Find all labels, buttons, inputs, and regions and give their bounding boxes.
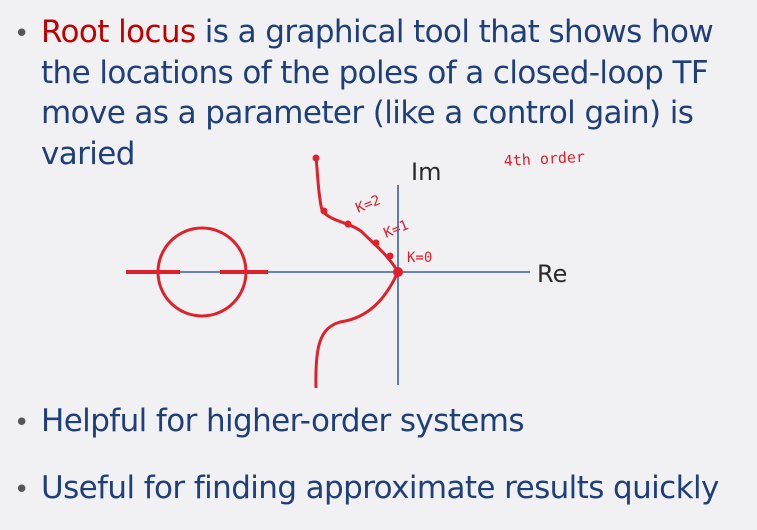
bullet-higher-order: • Helpful for higher-order systems [14,401,525,444]
lower-locus-branch [314,271,400,389]
locus-point [344,220,352,228]
re-axis-label: Re [537,260,567,288]
bullet-dot: • [14,19,29,49]
bullet-text: Useful for finding approximate results q… [41,470,719,506]
locus-point [372,239,380,247]
im-axis-label: Im [411,158,441,186]
k1-annotation: K=1 [382,217,411,241]
bullet-dot: • [14,475,29,505]
k2-annotation: K=2 [354,192,383,216]
bullet-text: is a graphical tool that shows how the l… [41,14,714,172]
upper-locus-branch [314,157,400,273]
locus-point [312,154,320,162]
bullet-highlight: Root locus [41,14,196,50]
k0-annotation: K=0 [407,250,432,266]
origin-pole [393,267,403,277]
bullet-dot: • [14,408,29,438]
order-annotation: 4th order [503,148,585,170]
locus-point [386,252,394,260]
bullet-root-locus: • Root locus is a graphical tool that sh… [14,12,744,172]
locus-point [320,207,328,215]
bullet-approximate: • Useful for finding approximate results … [14,468,719,511]
bullet-text: Helpful for higher-order systems [41,403,525,439]
